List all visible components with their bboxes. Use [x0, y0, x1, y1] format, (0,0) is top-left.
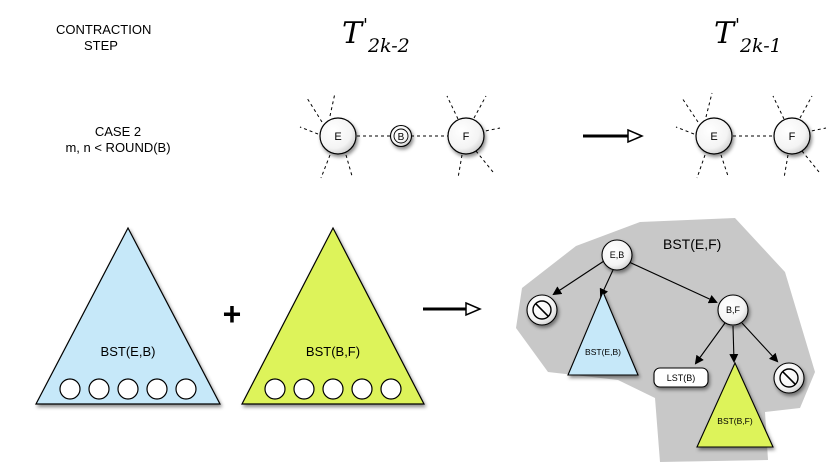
case-heading: CASE 2 m, n < ROUND(B) [52, 124, 184, 156]
t-left-heading: T'2k-2 [342, 15, 410, 57]
node-e-right-label: E [710, 131, 717, 143]
bst-right-triangle: BST(B,F) [241, 226, 425, 405]
left-graph: E B F [299, 92, 501, 179]
result-list-box [653, 367, 709, 388]
node-e-circle [319, 117, 357, 155]
right-graph: E F [675, 92, 827, 179]
result-bst-right-label: BST(B,F) [717, 416, 753, 426]
node-e-right-circle [695, 117, 733, 155]
result-bst-left-triangle [567, 290, 639, 376]
t-right-heading: T'2k-1 [714, 15, 782, 57]
contraction-step-line1: CONTRACTION [56, 22, 152, 37]
bst-left-label: BST(E,B) [101, 344, 156, 359]
node-f-label: F [463, 131, 470, 143]
node-f-right-circle [773, 117, 811, 155]
bst-left-triangle: BST(E,B) [35, 226, 221, 405]
result-root-label: E,B [610, 250, 625, 260]
null-left-icon [526, 294, 558, 326]
shaded-background [516, 218, 815, 462]
result-bst-left-label: BST(E,B) [585, 347, 621, 357]
result-child-label: B,F [726, 305, 741, 315]
node-f-circle [447, 117, 485, 155]
t-right-symbol: T [714, 16, 735, 51]
t-left-symbol: T [342, 16, 363, 51]
node-f-right-label: F [789, 131, 796, 143]
plus-sign: + [223, 296, 242, 332]
result-bst-right-triangle [696, 361, 774, 448]
bst-right-leaves [264, 378, 402, 400]
t-right-prime: ' [735, 15, 740, 36]
bst-left-leaves [59, 378, 197, 400]
result-list-label: LST(B) [667, 373, 696, 383]
contraction-step-line2: STEP [84, 38, 118, 53]
bst-right-label: BST(B,F) [306, 344, 360, 359]
t-right-subscript: 2k-1 [739, 35, 782, 57]
t-left-prime: ' [363, 15, 368, 36]
case-line1: CASE 2 [94, 124, 142, 139]
result-root-node [601, 239, 633, 271]
node-b-label: B [398, 132, 405, 143]
result-child-node [717, 294, 749, 326]
result-title: BST(E,F) [663, 236, 721, 252]
contraction-step-heading: CONTRACTION STEP [56, 22, 152, 54]
result-region: BST(E,F) E,B BST(E,B) B,F LST(B) [516, 218, 815, 462]
top-arrow [583, 128, 644, 144]
case-line2: m, n < ROUND(B) [65, 140, 171, 155]
t-left-subscript: 2k-2 [367, 35, 410, 57]
null-right-icon [773, 362, 805, 394]
bottom-arrow [423, 301, 482, 317]
node-e-label: E [334, 131, 341, 143]
